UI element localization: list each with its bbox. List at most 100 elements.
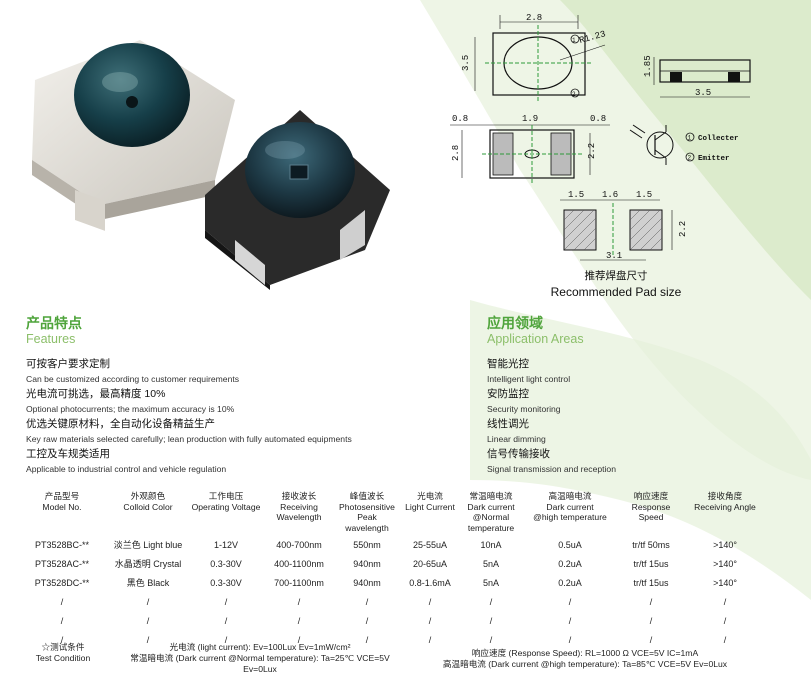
phototransistor-symbol: 1 Collecter 2 Emitter [629,124,739,165]
table-cell: >140° [713,540,737,550]
table-cell: 700-1100nm [274,578,324,588]
table-row: ////////// [20,593,790,612]
table-cell: / [428,616,432,626]
dim-pad-height-left: 2.8 [451,145,461,161]
table-cell: >140° [713,559,737,569]
table-cell: 1-12V [213,540,239,550]
table-cell: / [60,616,64,626]
table-cell: / [649,635,653,645]
table-cell: / [224,635,228,645]
table-cell: / [723,616,727,626]
table-cell: 20-65uA [412,559,448,569]
table-cell: 550nm [353,540,381,550]
dim-top-height: 3.5 [461,55,471,71]
table-cell: 0.2uA [558,559,582,569]
table-cell: 5nA [482,559,499,569]
applications-title-cn: 应用领域 [487,315,543,331]
recommended-pad-title-en: Recommended Pad size [550,285,682,299]
table-cell: / [146,597,150,607]
table-cell: PT3528DC-** [34,578,90,588]
response-condition: 响应速度 (Response Speed): RL=1000 Ω VCE=5V … [471,648,699,658]
test-condition-right: 响应速度 (Response Speed): RL=1000 Ω VCE=5V … [415,648,755,670]
dim-rec-height: 2.2 [678,221,688,237]
dim-rec-total: 3.1 [606,251,622,261]
applications-title-en: Application Areas [487,332,584,346]
dim-rec-b: 1.6 [602,190,618,200]
table-cell: / [365,616,369,626]
recommended-pad-caption: 推荐焊盘尺寸 Recommended Pad size [526,268,706,299]
dimension-drawings: 2.8 3.5 R1.23 1 2 1.85 3.5 0.8 1.9 0.8 [450,13,751,261]
test-condition-label: ☆测试条件 Test Condition [35,642,91,663]
recommended-pad-drawing: 1.5 1.6 1.5 3.1 2.2 [560,190,688,261]
top-view-drawing: 2.8 3.5 R1.23 1 2 [461,13,607,101]
dim-rec-c: 1.5 [636,190,652,200]
table-cell: PT3528BC-** [34,540,90,550]
dim-rec-a: 1.5 [568,190,584,200]
test-condition-left: 光电流 (light current): Ev=100Lux Ev=1mW/cm… [105,642,415,675]
table-cell: / [60,635,64,645]
table-cell: / [365,597,369,607]
light-current-condition: 光电流 (light current): Ev=100Lux Ev=1mW/cm… [169,642,351,652]
table-cell: / [224,616,228,626]
dim-pad-height-right: 2.2 [587,143,597,159]
table-cell: >140° [713,578,737,588]
table-cell: 400-1100nm [274,559,324,569]
product-photo [32,40,390,290]
table-cell: 淡兰色 Light blue [113,540,183,550]
dark-normal-condition: 常温暗电流 (Dark current @Normal temperature)… [130,653,390,663]
pin-2-label: 2 [572,91,576,98]
table-cell: / [649,616,653,626]
dim-pad-left: 0.8 [452,114,468,124]
table-cell: / [297,616,301,626]
table-cell: / [723,597,727,607]
features-title-en: Features [26,332,76,346]
table-cell: 0.2uA [558,578,582,588]
table-cell: PT3528AC-** [34,559,90,569]
table-cell: 0.3-30V [210,559,242,569]
table-cell: 940nm [353,559,381,569]
table-cell: / [489,635,493,645]
table-cell: 10nA [480,540,502,550]
table-cell: / [365,635,369,645]
table-cell: / [297,635,301,645]
dark-normal-ev: Ev=0Lux [243,664,277,674]
recommended-pad-title-cn: 推荐焊盘尺寸 [584,270,648,282]
table-cell: / [224,597,228,607]
pin-1-label: 1 [572,37,576,44]
table-cell: 0.3-30V [210,578,242,588]
dim-top-width: 2.8 [526,13,542,23]
table-cell: 黑色 Black [126,578,170,588]
collector-label: Collecter [698,135,739,143]
features-title-cn: 产品特点 [26,315,82,331]
table-cell: tr/tf 15us [633,559,669,569]
table-row: ////////// [20,631,790,650]
dim-side-height: 1.85 [643,55,653,77]
table-cell: / [568,597,572,607]
dim-side-width: 3.5 [695,88,711,98]
table-cell: / [568,635,572,645]
table-row: ////////// [20,612,790,631]
table-cell: 400-700nm [276,540,322,550]
dark-high-condition: 高温暗电流 (Dark current @high temperature): … [442,659,728,669]
dim-pad-mid: 1.9 [522,114,538,124]
emitter-label: Emitter [698,155,730,163]
